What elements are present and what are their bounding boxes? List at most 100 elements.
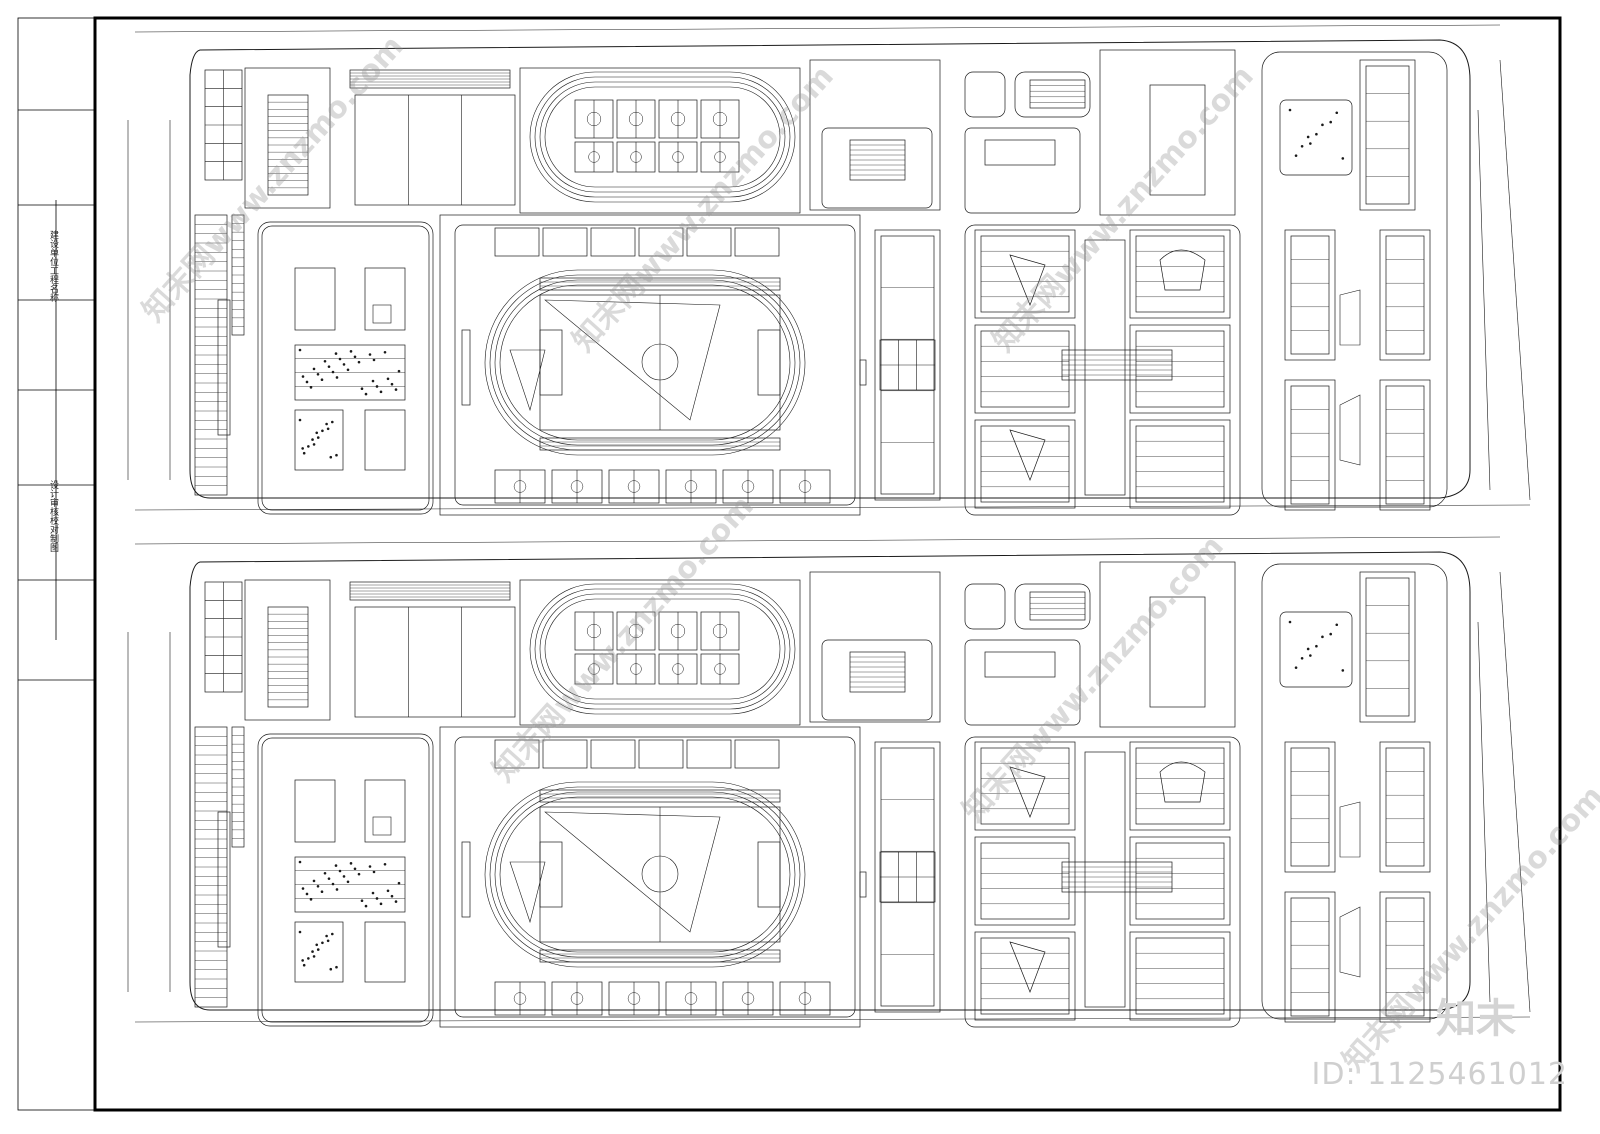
west-room-3-dot xyxy=(325,422,328,426)
north-court-a-circle xyxy=(712,111,728,127)
classroom-block-w-inner xyxy=(980,842,1070,920)
stadium-goal-left xyxy=(539,841,563,908)
west-room-3-dot xyxy=(315,431,319,435)
title-block xyxy=(17,17,96,1111)
dorm-block-w-inner xyxy=(1290,897,1330,1017)
dorm-block-e-inner xyxy=(1385,235,1425,355)
gym-building xyxy=(821,639,933,721)
west-room-band-dot xyxy=(331,882,335,886)
site-boundary xyxy=(189,551,1471,1011)
dorm-block-ne-inner xyxy=(1365,65,1410,205)
north-court-b-circle xyxy=(588,663,600,675)
west-room-band-dot xyxy=(312,367,316,371)
stadium-marker xyxy=(859,871,867,898)
west-gate xyxy=(217,299,231,436)
dorm-garden-dot xyxy=(1309,142,1312,145)
stadium-track-lane xyxy=(484,269,806,456)
west-room-2-square xyxy=(372,816,392,836)
west-room-band-dot xyxy=(353,355,357,359)
west-room-3-dot xyxy=(331,420,334,424)
west-room-band-dot xyxy=(383,350,387,354)
resource-id: ID: 1125461012 xyxy=(1311,1057,1568,1092)
west-room-3-dot xyxy=(321,941,324,945)
dorm-link-2 xyxy=(1339,906,1361,978)
west-room-band-dot xyxy=(320,378,324,382)
west-room-band-dot xyxy=(372,358,376,362)
stadium-stand-s xyxy=(539,949,781,963)
west-room-3-dot xyxy=(315,943,319,947)
stadium-south-court-circle xyxy=(684,992,698,1005)
nw-garden xyxy=(244,67,331,209)
west-room-band-dot xyxy=(346,880,350,884)
stadium-track-lane xyxy=(484,781,806,968)
west-room-band-dot xyxy=(357,360,361,364)
west-room-3-dot xyxy=(311,950,314,953)
west-room-3-dot xyxy=(335,453,338,457)
dorm-garden-dot xyxy=(1288,620,1292,624)
west-room-1 xyxy=(294,267,336,331)
north-track-lane xyxy=(534,76,791,198)
dorm-block-e-inner xyxy=(1385,747,1425,867)
stadium-track-lane xyxy=(489,786,801,963)
auditorium-seats xyxy=(1159,761,1206,803)
dorm-garden-dot xyxy=(1315,644,1318,648)
dorm-garden-dot xyxy=(1329,120,1332,124)
north-court-a-circle xyxy=(628,111,644,127)
road-south xyxy=(134,504,1531,511)
stadium-north-court xyxy=(542,739,588,769)
dorm-garden-dot xyxy=(1306,647,1310,651)
west-room-3-dot xyxy=(298,930,302,934)
dorm-block-w xyxy=(1284,891,1336,1023)
west-room-band-dot xyxy=(334,864,338,867)
dorm-garden-dot xyxy=(1306,135,1310,139)
west-room-band-dot xyxy=(394,388,398,391)
courtyard-tri-1 xyxy=(1009,766,1046,818)
north-track-lane xyxy=(539,593,786,705)
parking-north xyxy=(1014,583,1091,630)
brand-logo: 知末 xyxy=(1436,996,1516,1042)
site-boundary xyxy=(189,39,1471,499)
stadium-javelin xyxy=(544,299,721,421)
west-room-3-dot xyxy=(325,934,328,938)
north-court-a-circle xyxy=(586,623,602,639)
north-court-b-circle xyxy=(630,663,642,675)
west-room-3-dot xyxy=(316,436,320,439)
classroom-block-e-inner xyxy=(1135,937,1225,1015)
north-court-b-circle xyxy=(672,663,684,675)
west-room-band-dot xyxy=(375,897,379,900)
dorm-block-ne xyxy=(1359,59,1416,211)
road-north xyxy=(134,24,1501,33)
west-room-band-dot xyxy=(371,379,375,383)
stadium-south-court-circle xyxy=(741,992,755,1005)
dorm-block-ne xyxy=(1359,571,1416,723)
west-room-3-dot xyxy=(312,955,316,958)
classroom-block-e xyxy=(1129,324,1231,414)
west-room-band-dot xyxy=(397,369,401,373)
dorm-block-e-inner xyxy=(1385,897,1425,1017)
classroom-block-e-inner xyxy=(1135,747,1225,825)
dorm-block-e xyxy=(1379,379,1431,511)
west-room-band-dot xyxy=(309,898,313,901)
west-room-band-dot xyxy=(349,350,353,353)
west-room-band-dot xyxy=(338,869,342,873)
north-court-a-circle xyxy=(670,623,686,639)
west-room-band-dot xyxy=(390,894,394,898)
west-room-3-dot xyxy=(301,447,304,450)
west-room-3-dot xyxy=(321,429,324,433)
dorm-garden-dot xyxy=(1309,654,1312,657)
stadium-south-court-circle xyxy=(513,480,527,493)
north-track-lane xyxy=(534,588,791,710)
stadium-center-circle xyxy=(641,855,679,893)
auditorium-seats xyxy=(1159,249,1206,291)
stadium-south-court-circle xyxy=(570,480,584,493)
admin-hall xyxy=(984,139,1056,166)
north-court-b-circle xyxy=(714,151,726,163)
gate-house xyxy=(964,583,1006,630)
dorm-block-w xyxy=(1284,379,1336,511)
west-room-band-dot xyxy=(394,900,398,903)
stadium-goal-right xyxy=(757,329,781,396)
dorm-block-e xyxy=(1379,229,1431,361)
stadium-south-court-circle xyxy=(741,480,755,493)
stadium-inner xyxy=(454,224,856,506)
east-field xyxy=(1099,49,1236,216)
